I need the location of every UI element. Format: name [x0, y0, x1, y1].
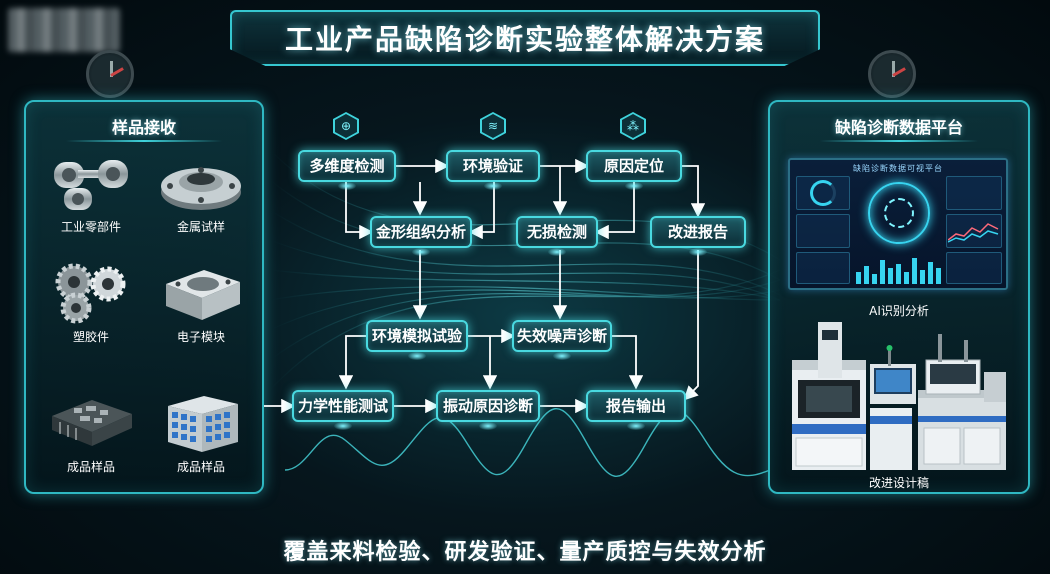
- circuit-board-icon: [46, 392, 136, 454]
- dashboard-widget: [946, 252, 1002, 284]
- coverage-slogan: 覆盖来料检验、研发验证、量产质控与失效分析: [283, 540, 767, 565]
- node-glow: [484, 182, 502, 190]
- sample-label: 金属试样: [176, 220, 225, 234]
- ai-analysis-caption: AI识别分析: [869, 304, 929, 318]
- node-glow: [553, 352, 571, 360]
- sample-item-finished-sample-1: 成品样品: [36, 392, 146, 475]
- blurred-logo: [8, 8, 120, 52]
- battery-module-icon: [156, 392, 246, 454]
- sample-item-metal-specimen: 金属试样: [146, 152, 256, 235]
- node-nondestructive-testing: 无损检测: [516, 216, 598, 248]
- sample-label: 工业零部件: [60, 220, 121, 234]
- ai-dashboard-screen: 缺陷诊断数据可视平台: [788, 158, 1008, 290]
- wall-clock-left-icon: [86, 50, 134, 98]
- node-glow: [689, 248, 707, 256]
- verification-glyph: ≋: [487, 119, 499, 133]
- dashboard-hologram-core: [884, 198, 914, 228]
- panel-title-data-platform: 缺陷诊断数据平台: [834, 118, 963, 137]
- node-root-cause-location: 原因定位: [586, 150, 682, 182]
- lab-equipment-illustration: [788, 320, 1010, 476]
- verification-hex-icon: [480, 112, 506, 140]
- title-frame: [230, 10, 820, 66]
- metal-flange-icon: [156, 152, 246, 214]
- dashboard-widget: [796, 252, 850, 284]
- dashboard-bar-chart: [856, 258, 941, 284]
- dashboard-widget: [946, 176, 1002, 210]
- node-glow: [479, 422, 497, 430]
- dashboard-ring-chart: [810, 180, 836, 206]
- sample-item-electronic-module: 电子模块: [146, 262, 256, 345]
- node-environment-verification: 环境验证: [446, 150, 540, 182]
- sample-item-plastic-parts: 塑胶件: [36, 262, 146, 345]
- aluminum-block-icon: [156, 262, 246, 324]
- sample-label: 电子模块: [176, 330, 225, 344]
- gear-parts-icon: [46, 262, 136, 324]
- wall-clock-right-icon: [868, 50, 916, 98]
- node-glow: [625, 182, 643, 190]
- sample-receiving-panel: 样品接收 工业零部件: [24, 100, 264, 494]
- inspection-glyph: ⊕: [340, 119, 352, 133]
- sample-item-finished-sample-2: 成品样品: [146, 392, 256, 475]
- sample-label: 成品样品: [176, 460, 225, 474]
- node-improvement-report: 改进报告: [650, 216, 746, 248]
- panel-title-underline: [820, 140, 978, 142]
- dashboard-widget: [796, 214, 850, 248]
- improved-design-caption: 改进设计稿: [868, 476, 929, 490]
- node-glow: [334, 422, 352, 430]
- node-failure-noise-diagnosis: 失效噪声诊断: [512, 320, 612, 352]
- sample-label: 塑胶件: [72, 330, 109, 344]
- node-glow: [412, 248, 430, 256]
- sample-item-industrial-parts: 工业零部件: [36, 152, 146, 235]
- dashboard-widget: [946, 214, 1002, 248]
- node-environment-simulation: 环境模拟试验: [366, 320, 468, 352]
- panel-title-underline: [66, 140, 222, 142]
- bearing-parts-icon: [46, 152, 136, 214]
- page-title: 工业产品缺陷诊断实验整体解决方案: [284, 23, 765, 56]
- panel-title-sample-receiving: 样品接收: [111, 118, 176, 137]
- node-vibration-cause-diagnosis: 振动原因诊断: [436, 390, 540, 422]
- node-mechanical-testing: 力学性能测试: [292, 390, 394, 422]
- dashboard-header: 缺陷诊断数据可视平台: [853, 164, 943, 173]
- inspection-hex-icon: [333, 112, 359, 140]
- node-glow: [408, 352, 426, 360]
- node-metallographic-analysis: 金形组织分析: [370, 216, 472, 248]
- node-glow: [338, 182, 356, 190]
- node-glow: [548, 248, 566, 256]
- node-multi-dimensional-inspection: 多维度检测: [298, 150, 396, 182]
- node-glow: [627, 422, 645, 430]
- analysis-glyph: ⁂: [627, 119, 639, 133]
- node-report-output: 报告输出: [586, 390, 686, 422]
- sample-label: 成品样品: [66, 460, 115, 474]
- dashboard-hologram-ring: [868, 182, 930, 244]
- dashboard-line-chart: [948, 223, 999, 243]
